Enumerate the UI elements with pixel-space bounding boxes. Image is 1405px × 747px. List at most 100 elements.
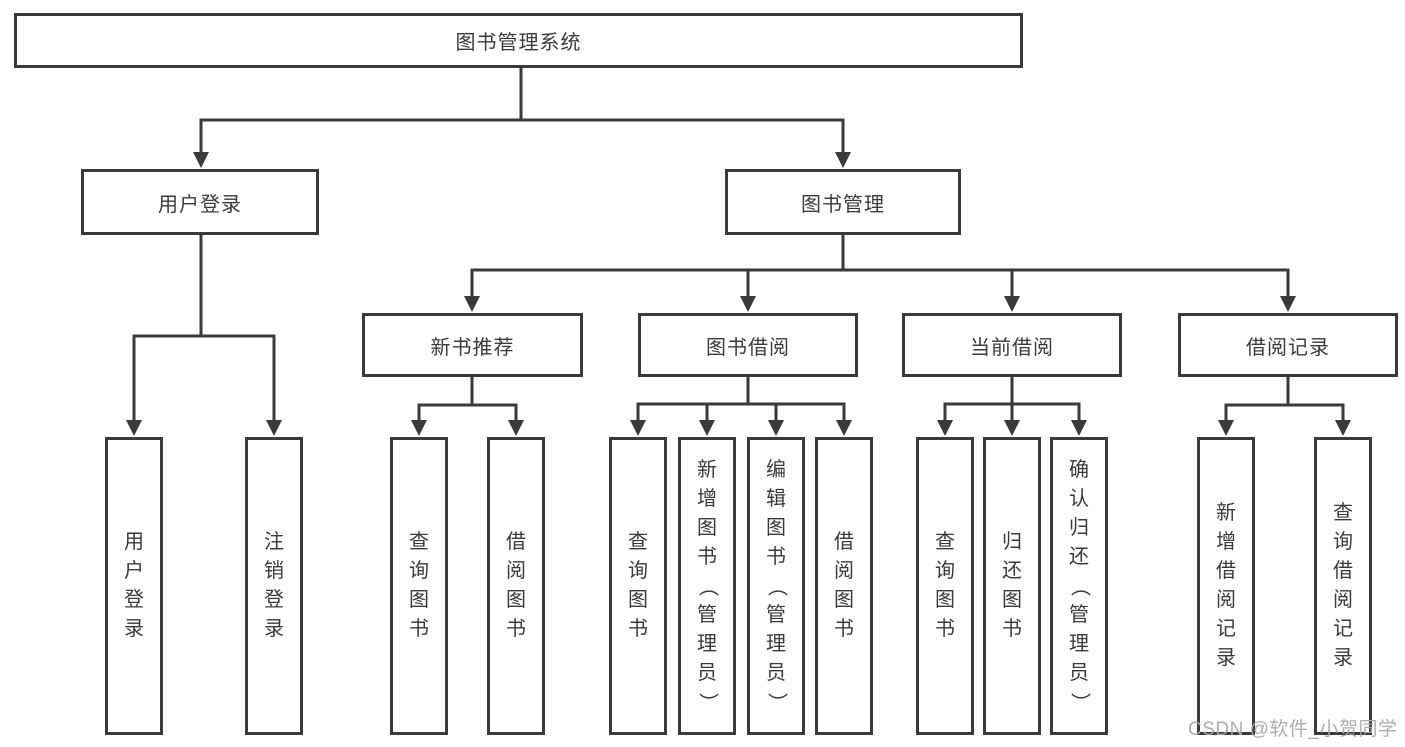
leaf-label: 新增借阅记录 [1216, 499, 1236, 673]
vchar: 借 [1333, 560, 1353, 582]
leaf-query-books-recommend: 查询图书 [390, 437, 448, 735]
vchar: 用 [124, 531, 144, 553]
leaf-query-books-current: 查询图书 [916, 437, 974, 735]
vchar: 注 [264, 531, 284, 553]
leaf-label: 查询图书 [628, 528, 648, 644]
vchar: 书 [935, 618, 955, 640]
vchar: 管 [1069, 603, 1089, 626]
node-book-management: 图书管理 [725, 169, 961, 235]
node-user-login: 用户登录 [81, 169, 319, 235]
vchar: 图 [506, 589, 526, 611]
node-book-borrowing: 图书借阅 [638, 313, 858, 377]
vchar: 阅 [1216, 589, 1236, 611]
vchar: 理 [697, 632, 717, 655]
vchar: 查 [935, 531, 955, 553]
vchar: 图 [628, 589, 648, 611]
leaf-query-borrow-record: 查询借阅记录 [1314, 437, 1372, 735]
vchar: 增 [697, 487, 717, 510]
node-library-management-system: 图书管理系统 [14, 13, 1023, 68]
vchar: 图 [409, 589, 429, 611]
vchar: （ [765, 576, 788, 596]
leaf-label: 编辑图书（管理员） [766, 456, 788, 717]
vchar: 询 [935, 560, 955, 582]
leaf-edit-books-admin: 编辑图书（管理员） [747, 437, 805, 735]
vchar: （ [1068, 576, 1091, 596]
vchar: 确 [1069, 458, 1089, 481]
vchar: 图 [935, 589, 955, 611]
node-current-borrowing: 当前借阅 [902, 313, 1122, 377]
leaf-label: 用户登录 [124, 528, 144, 644]
vchar: （ [696, 576, 719, 596]
leaf-return-books: 归还图书 [983, 437, 1041, 735]
vchar: 还 [1002, 560, 1022, 582]
leaf-label: 新增图书 （ 管理员 ） [697, 456, 719, 717]
vchar: 管 [697, 603, 717, 626]
vchar: 理 [1069, 632, 1089, 655]
leaf-label: 查询借阅记录 [1333, 499, 1353, 673]
vchar: 图 [766, 516, 786, 539]
leaf-logout: 注销登录 [245, 437, 303, 735]
vchar: 借 [1216, 560, 1236, 582]
node-label: 当前借阅 [970, 336, 1054, 359]
leaf-label: 确认归还（管理员） [1069, 456, 1091, 717]
node-label: 用户登录 [158, 193, 242, 216]
node-label: 图书管理 [801, 193, 885, 216]
leaf-label: 归还图书 [1002, 528, 1022, 644]
leaf-query-books-borrow: 查询图书 [609, 437, 667, 735]
leaf-add-borrow-record: 新增借阅记录 [1197, 437, 1255, 735]
vchar: 员 [1069, 661, 1089, 684]
leaf-label: 注销登录 [264, 528, 284, 644]
vchar: 记 [1216, 618, 1236, 640]
vchar: 员 [697, 661, 717, 684]
vchar: 登 [124, 589, 144, 611]
vchar: 归 [1002, 531, 1022, 553]
vchar: 理 [766, 632, 786, 655]
vchar: 新 [1216, 502, 1236, 524]
vchar: 还 [1069, 545, 1089, 568]
vchar: 销 [264, 560, 284, 582]
vchar: 阅 [834, 560, 854, 582]
vchar: 图 [697, 516, 717, 539]
leaf-borrow-books: 借阅图书 [815, 437, 873, 735]
vchar: 增 [1216, 531, 1236, 553]
vchar: 借 [506, 531, 526, 553]
node-label: 新书推荐 [430, 336, 515, 359]
leaf-label: 查询图书 [409, 528, 429, 644]
vchar: 书 [628, 618, 648, 640]
vchar: 编 [766, 458, 786, 481]
vchar: 阅 [506, 560, 526, 582]
vchar: 书 [506, 618, 526, 640]
vchar: 员 [766, 661, 786, 684]
vchar: 登 [264, 589, 284, 611]
leaf-label: 查询图书 [935, 528, 955, 644]
vchar: 图 [834, 589, 854, 611]
vchar: 归 [1069, 516, 1089, 539]
vchar: 查 [409, 531, 429, 553]
leaf-label: 借阅图书 [834, 528, 854, 644]
vchar: 录 [1333, 647, 1353, 669]
vchar: 查 [628, 531, 648, 553]
leaf-add-books-admin: 新增图书 （ 管理员 ） [678, 437, 736, 735]
vchar: 录 [264, 618, 284, 640]
vchar: 录 [1216, 647, 1236, 669]
vchar: 户 [124, 560, 144, 582]
leaf-user-login: 用户登录 [105, 437, 163, 735]
csdn-watermark: CSDN @软件_小贺同学 [1188, 719, 1398, 740]
vchar: 询 [628, 560, 648, 582]
node-label: 借阅记录 [1246, 336, 1330, 359]
vchar: 辑 [766, 487, 786, 510]
vchar: 书 [409, 618, 429, 640]
leaf-confirm-return-admin: 确认归还（管理员） [1050, 437, 1108, 735]
vchar: 书 [834, 618, 854, 640]
vchar: 记 [1333, 618, 1353, 640]
vchar: 书 [697, 545, 717, 568]
vchar: 认 [1069, 487, 1089, 510]
vchar: 询 [409, 560, 429, 582]
vchar: ） [696, 692, 719, 712]
node-borrowing-records: 借阅记录 [1178, 313, 1398, 377]
vchar: 询 [1333, 531, 1353, 553]
vchar: 新 [697, 458, 717, 481]
vchar: 图 [1002, 589, 1022, 611]
node-label: 图书借阅 [706, 336, 790, 359]
